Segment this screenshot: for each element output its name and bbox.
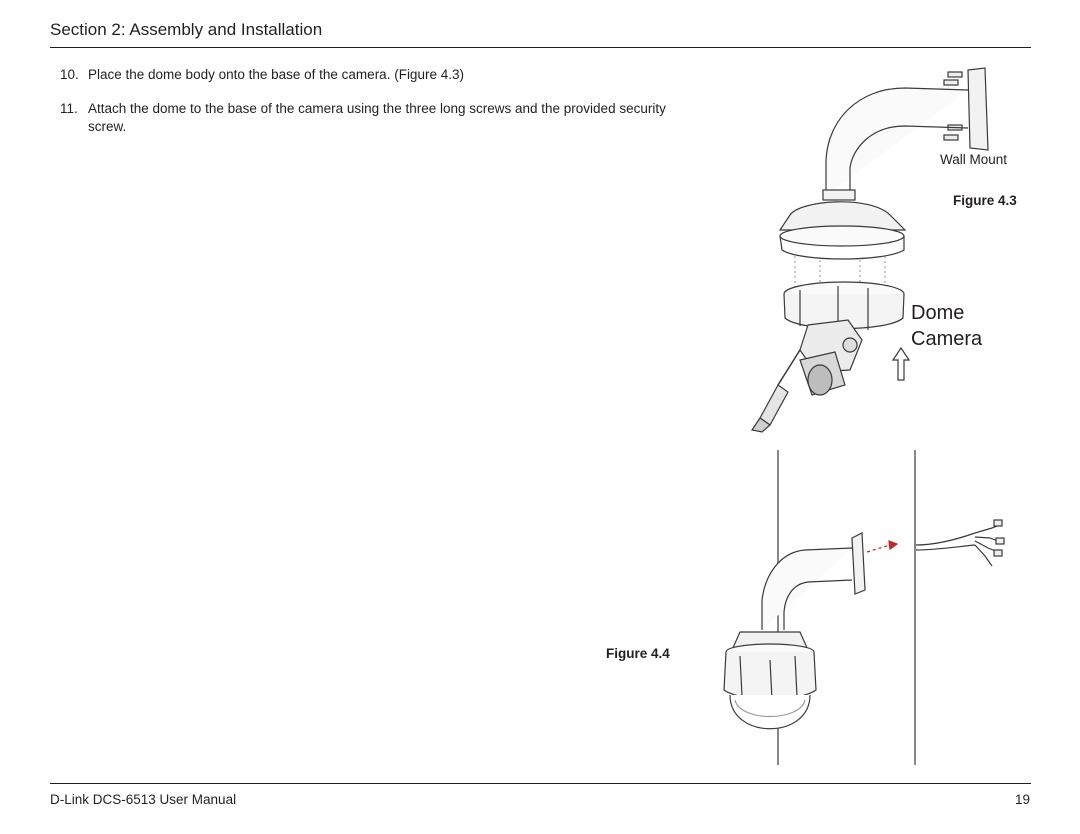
step-text: Attach the dome to the base of the camer… bbox=[88, 101, 666, 134]
step-number: 11. bbox=[60, 101, 78, 116]
header-divider bbox=[50, 47, 1031, 48]
figure-4-3-caption: Figure 4.3 bbox=[953, 193, 1017, 208]
list-item: 11. Attach the dome to the base of the c… bbox=[60, 100, 700, 136]
footer-divider bbox=[50, 783, 1031, 784]
section-title: Section 2: Assembly and Installation bbox=[50, 20, 323, 39]
list-item: 10. Place the dome body onto the base of… bbox=[60, 66, 700, 84]
page-number: 19 bbox=[1014, 792, 1030, 807]
manual-title: D-Link DCS-6513 User Manual bbox=[50, 792, 237, 807]
step-number: 10. bbox=[60, 67, 79, 82]
instruction-list: 10. Place the dome body onto the base of… bbox=[60, 66, 700, 152]
dome-camera-label-line2: Camera bbox=[911, 328, 983, 350]
wall-mount-label: Wall Mount bbox=[940, 152, 1008, 167]
figure-4-4-caption: Figure 4.4 bbox=[606, 646, 670, 661]
step-text: Place the dome body onto the base of the… bbox=[88, 67, 464, 82]
dome-camera-label-line1: Dome bbox=[911, 302, 965, 324]
